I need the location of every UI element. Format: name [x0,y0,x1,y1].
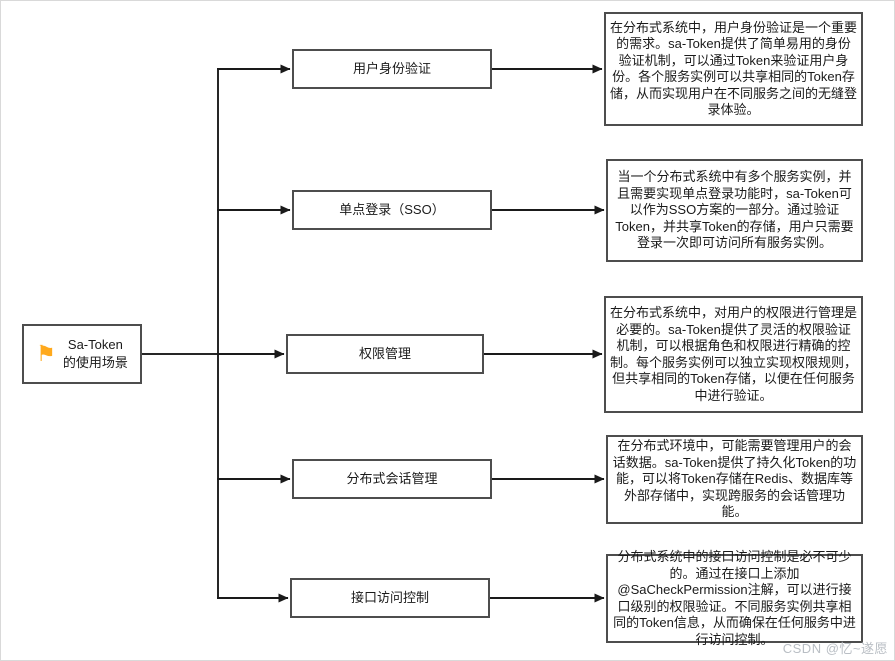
branch-node-user-auth: 用户身份验证 [292,49,492,89]
branch-node-sso: 单点登录（SSO） [292,190,492,230]
desc-text: 在分布式环境中，可能需要管理用户的会话数据。sa-Token提供了持久化Toke… [612,438,857,520]
branch-node-session: 分布式会话管理 [292,459,492,499]
root-label: Sa-Token 的使用场景 [63,336,128,372]
desc-box-user-auth: 在分布式系统中，用户身份验证是一个重要的需求。sa-Token提供了简单易用的身… [604,12,863,126]
desc-text: 当一个分布式系统中有多个服务实例，并且需要实现单点登录功能时，sa-Token可… [615,169,854,251]
csdn-watermark: CSDN @忆~遂愿 [782,641,888,656]
flag-icon: ⚑ [36,341,56,366]
branch-label: 接口访问控制 [350,590,429,605]
root-label-line1: Sa-Token [67,337,123,352]
desc-text: 分布式系统中的接口访问控制是必不可少的。通过在接口上添加@SaCheckPerm… [613,549,856,647]
desc-text: 在分布式系统中，对用户的权限进行管理是必要的。sa-Token提供了灵活的权限验… [610,305,858,403]
branch-label: 用户身份验证 [352,61,431,76]
branch-label: 权限管理 [358,346,411,361]
root-label-line2: 的使用场景 [62,355,128,370]
desc-box-permission: 在分布式系统中，对用户的权限进行管理是必要的。sa-Token提供了灵活的权限验… [604,296,863,413]
branch-node-api-control: 接口访问控制 [290,578,490,618]
desc-text: 在分布式系统中，用户身份验证是一个重要的需求。sa-Token提供了简单易用的身… [610,19,858,118]
node-root: ⚑ Sa-Token 的使用场景 [22,324,142,384]
branch-node-permission: 权限管理 [286,334,484,374]
desc-box-api-control: 分布式系统中的接口访问控制是必不可少的。通过在接口上添加@SaCheckPerm… [606,549,863,647]
desc-box-session: 在分布式环境中，可能需要管理用户的会话数据。sa-Token提供了持久化Toke… [606,435,863,524]
branch-label: 单点登录（SSO） [339,202,445,217]
desc-box-sso: 当一个分布式系统中有多个服务实例，并且需要实现单点登录功能时，sa-Token可… [606,159,863,262]
branch-label: 分布式会话管理 [346,471,438,486]
